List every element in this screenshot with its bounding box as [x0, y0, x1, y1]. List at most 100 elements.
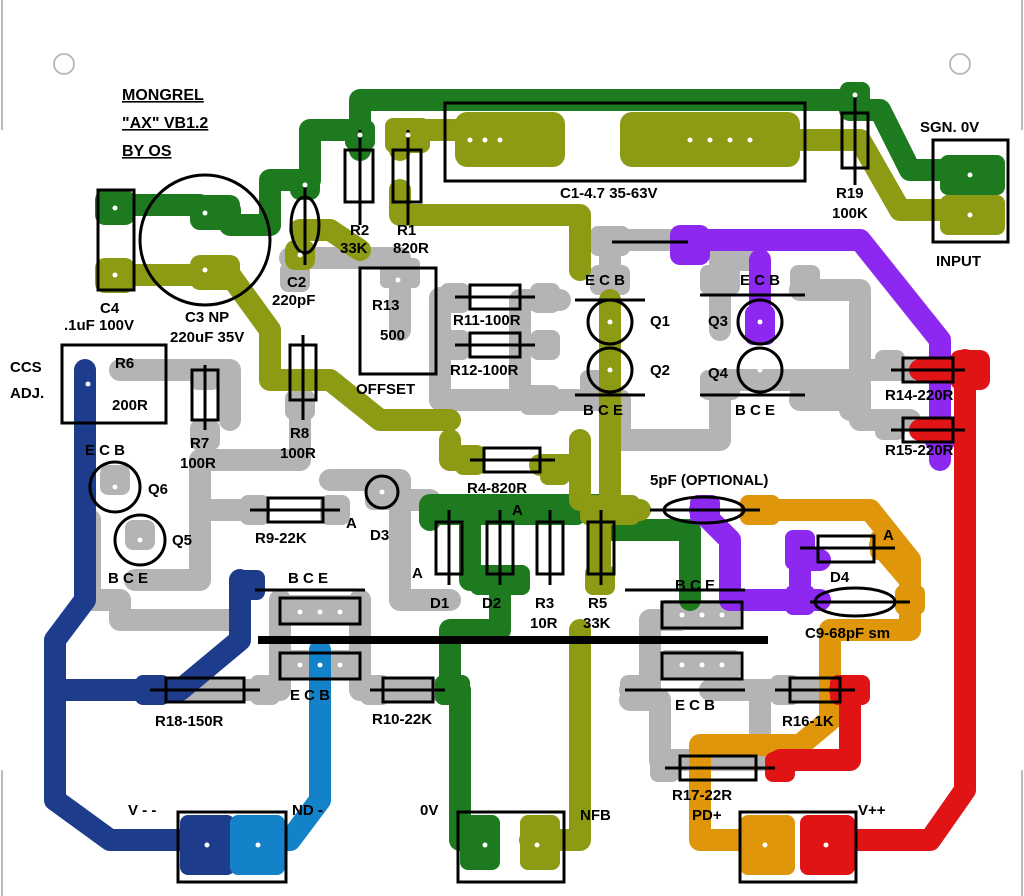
- label-r13: R13: [372, 297, 400, 314]
- label-r10: R10-22K: [372, 711, 432, 728]
- label-r16: R16-1K: [782, 713, 834, 730]
- pad-holes: [85, 92, 973, 848]
- label-r6v: 200R: [112, 397, 148, 414]
- label-r1v: 820R: [393, 240, 429, 257]
- label-q5-bce: B C E: [108, 570, 148, 587]
- sgn-connector: [931, 138, 1010, 244]
- label-c2: C2: [287, 274, 306, 291]
- label-r19v: 100K: [832, 205, 868, 222]
- label-r18: R18-150R: [155, 713, 224, 730]
- label-qb-ecb: E C B: [290, 687, 330, 704]
- label-r14: R14-220R: [885, 387, 954, 404]
- label-r4: R4-820R: [467, 480, 527, 497]
- label-nfb: NFB: [580, 807, 611, 824]
- label-r6: R6: [115, 355, 134, 372]
- d3-outline: [364, 474, 400, 510]
- label-r19: R19: [836, 185, 864, 202]
- title-line1: MONGREL: [122, 87, 204, 104]
- conn-0v-outline: [456, 810, 566, 884]
- label-c3: C3 NP: [185, 309, 229, 326]
- q4-outline: [736, 346, 784, 394]
- label-d4: D4: [830, 569, 850, 586]
- label-c4: C4: [100, 300, 120, 317]
- label-r2: R2: [350, 222, 369, 239]
- label-r12: R12-100R: [450, 362, 519, 379]
- qa-outline: [278, 596, 362, 626]
- label-q1-ecb: E C B: [585, 272, 625, 289]
- ccs-outline: [60, 343, 168, 425]
- label-r7v: 100R: [180, 455, 216, 472]
- qd-outline: [660, 651, 744, 681]
- label-r15: R15-220R: [885, 442, 954, 459]
- conn-vpp-outline: [738, 810, 858, 884]
- label-q4-bce: B C E: [735, 402, 775, 419]
- label-pd: PD+: [692, 807, 722, 824]
- label-qc-bce: B C E: [675, 577, 715, 594]
- c4-body: [96, 188, 136, 292]
- label-r9: R9-22K: [255, 530, 307, 547]
- label-vpp: V++: [858, 802, 886, 819]
- label-r3: R3: [535, 595, 554, 612]
- label-r5: R5: [588, 595, 607, 612]
- label-sgn: SGN. 0V: [920, 119, 979, 136]
- label-r2v: 33K: [340, 240, 368, 257]
- label-r8v: 100R: [280, 445, 316, 462]
- label-r1: R1: [397, 222, 416, 239]
- label-0v: 0V: [420, 802, 438, 819]
- label-d3: D3: [370, 527, 389, 544]
- label-q3-ecb: E C B: [740, 272, 780, 289]
- label-c9: C9-68pF sm: [805, 625, 890, 642]
- label-q5: Q5: [172, 532, 192, 549]
- label-c4v: .1uF 100V: [64, 317, 134, 334]
- title-line2: "AX" VB1.2: [122, 115, 208, 132]
- label-c3v: 220uF 35V: [170, 329, 244, 346]
- label-r7: R7: [190, 435, 209, 452]
- title-line3: BY OS: [122, 143, 172, 160]
- label-d2: D2: [482, 595, 501, 612]
- label-c2v: 220pF: [272, 292, 315, 309]
- label-r11: R11-100R: [453, 312, 521, 329]
- label-r5v: 33K: [583, 615, 611, 632]
- label-ccs1: CCS: [10, 359, 42, 376]
- black-lines: [150, 95, 965, 770]
- label-nd: ND -: [292, 802, 323, 819]
- qc-outline: [660, 600, 744, 630]
- q3-outline: [736, 298, 784, 346]
- label-qa-bce: B C E: [288, 570, 328, 587]
- label-d2-a: A: [512, 502, 523, 519]
- conn-v-outline: [176, 810, 288, 884]
- label-q6-ecb: E C B: [85, 442, 125, 459]
- label-r13v: 500: [380, 327, 405, 344]
- label-input: INPUT: [936, 253, 981, 270]
- label-r8: R8: [290, 425, 309, 442]
- label-r3v: 10R: [530, 615, 558, 632]
- label-vmm: V - -: [128, 802, 156, 819]
- label-d3-a: A: [346, 515, 357, 532]
- label-q2-bce: B C E: [583, 402, 623, 419]
- labels: MONGREL "AX" VB1.2 BY OS C1-4.7 35-63V R…: [10, 87, 981, 824]
- label-q1: Q1: [650, 313, 670, 330]
- label-d1-a: A: [412, 565, 423, 582]
- label-r17: R17-22R: [672, 787, 732, 804]
- label-q2: Q2: [650, 362, 670, 379]
- purple-pads: [670, 225, 955, 615]
- label-offset: OFFSET: [356, 381, 415, 398]
- q2-outline: [586, 346, 634, 394]
- label-q3: Q3: [708, 313, 728, 330]
- label-d1: D1: [430, 595, 449, 612]
- label-c1: C1-4.7 35-63V: [560, 185, 658, 202]
- c3-outline: [138, 173, 272, 307]
- q6-outline: [88, 460, 142, 514]
- qb-outline: [278, 651, 362, 681]
- label-ccs2: ADJ.: [10, 385, 44, 402]
- label-qd-ecb: E C B: [675, 697, 715, 714]
- label-q6: Q6: [148, 481, 168, 498]
- q5-outline: [113, 513, 167, 567]
- label-d4-a: A: [883, 527, 894, 544]
- r13-outline: [358, 266, 438, 376]
- c1-outline: [443, 101, 807, 183]
- label-5pf: 5pF (OPTIONAL): [650, 472, 768, 489]
- label-q4: Q4: [708, 365, 729, 382]
